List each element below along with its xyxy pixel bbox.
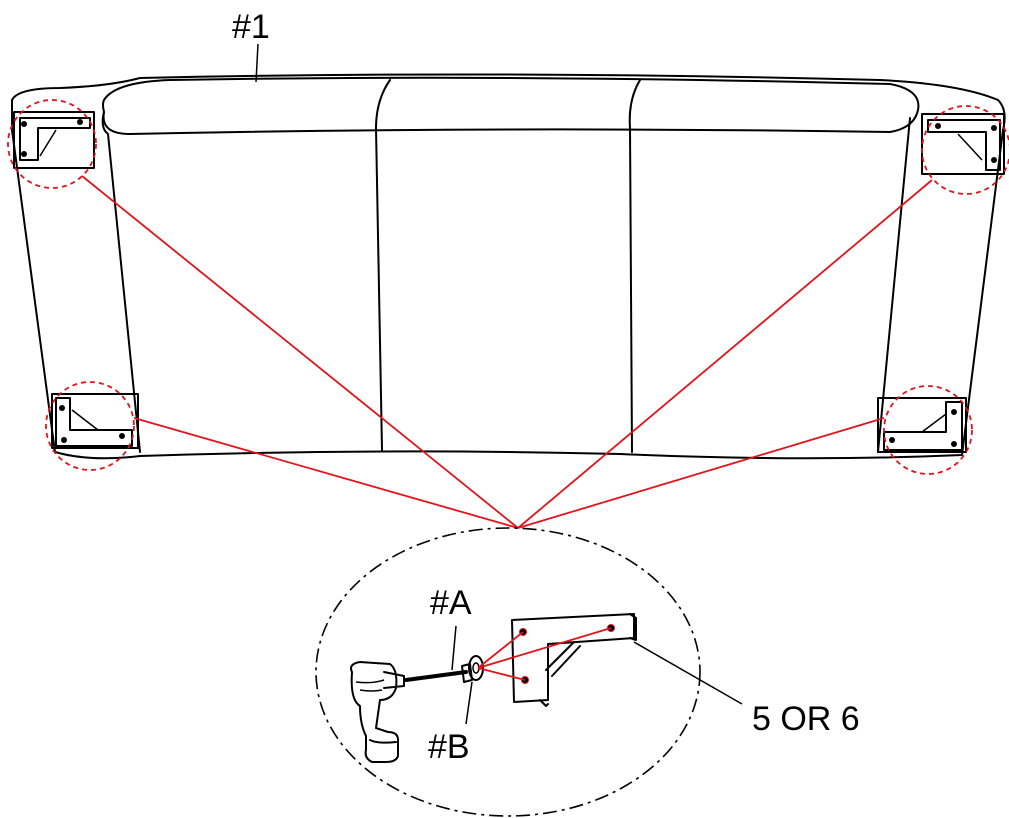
sofa-top-roll [102,76,920,135]
highlight-circle-top-left [7,99,97,189]
bolt-label: #A [430,584,472,622]
bracket-label: 5 OR 6 [752,700,860,738]
detail-callout-ellipse [315,527,701,817]
highlight-circle-bottom-left [45,381,135,471]
corner-bracket-top-right [921,105,1009,195]
sofa-label: #1 [232,8,270,46]
sofa-inner-panel [101,111,911,453]
sofa-outer-frame [11,73,1006,460]
highlight-circle-top-right [921,105,1009,195]
corner-bracket-top-left [7,99,97,189]
sofa-label-leader [255,43,259,83]
corner-bracket-bottom-right [877,385,973,475]
sofa-underside: #1 [11,8,1006,460]
bolt-icon: #A [404,584,473,683]
washer-icon: #B [428,655,484,766]
drill-icon [350,661,405,763]
washer-label: #B [428,728,470,766]
sofa-seam-left [375,79,391,451]
bracket-label-leader [633,641,743,705]
leader-lines [81,175,933,529]
highlight-circle-bottom-right [883,385,973,475]
corner-bracket-bottom-left [45,381,139,471]
sofa-seam-right [628,79,641,453]
corner-bracket-icon: 5 OR 6 [477,613,860,738]
